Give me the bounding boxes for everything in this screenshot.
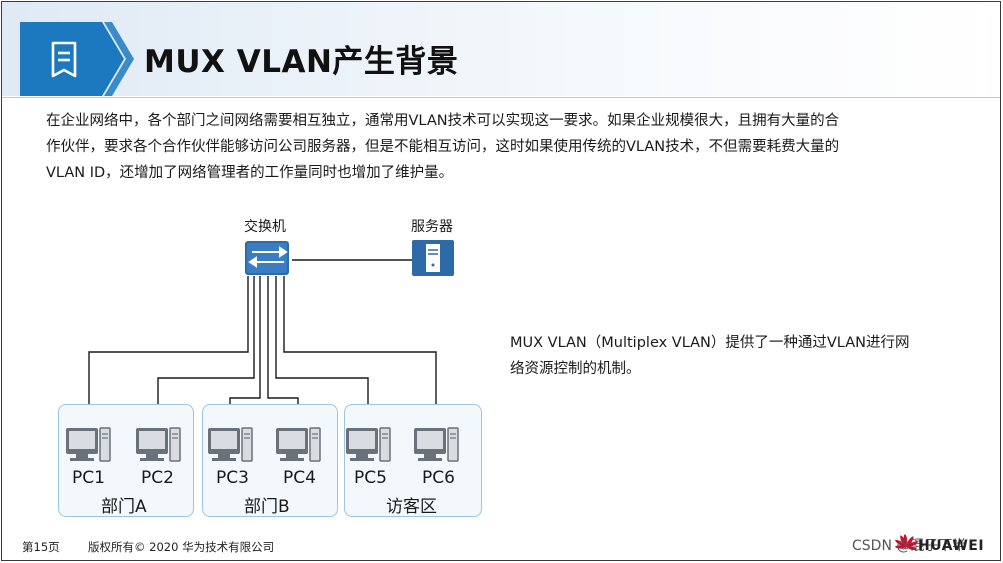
page-number: 第15页 <box>22 540 60 554</box>
pc-label: PC2 <box>141 468 174 488</box>
intro-paragraph: 在企业网络中，各个部门之间网络需要相互独立，通常用VLAN技术可以实现这一要求。… <box>46 108 976 186</box>
mux-vlan-description: MUX VLAN（Multiplex VLAN）提供了一种通过VLAN进行网 络… <box>510 330 960 382</box>
document-icon <box>51 41 77 78</box>
server-label: 服务器 <box>411 219 453 235</box>
copyright-text: 版权所有© 2020 华为技术有限公司 <box>88 540 275 554</box>
pc-label: PC4 <box>283 468 316 488</box>
header-arrow-tail <box>104 22 134 96</box>
group-label: 部门B <box>244 497 290 517</box>
huawei-brand-text: HUAWEI <box>918 538 985 554</box>
mux-desc-line: MUX VLAN（Multiplex VLAN）提供了一种通过VLAN进行网 <box>510 335 910 351</box>
group-label: 访客区 <box>386 497 437 517</box>
pc-label: PC1 <box>72 468 105 488</box>
intro-line: 作伙伴，要求各个合作伙伴能够访问公司服务器，但是不能相互访问，这时如果使用传统的… <box>46 139 840 155</box>
header-band <box>2 2 1000 96</box>
pc-label: PC6 <box>422 468 455 488</box>
mux-desc-line: 络资源控制的机制。 <box>510 361 641 377</box>
csdn-watermark: CSDN @混子下半 <box>852 538 967 554</box>
huawei-logo-icon <box>894 534 918 551</box>
switch-label: 交换机 <box>244 219 286 235</box>
server-icon <box>412 240 454 276</box>
group-label: 部门A <box>101 497 147 517</box>
intro-line: VLAN ID，还增加了网络管理者的工作量同时也增加了维护量。 <box>46 165 454 181</box>
page-title: MUX VLAN产生背景 <box>144 44 459 80</box>
header-arrow <box>20 22 124 96</box>
pc-label: PC3 <box>216 468 249 488</box>
header-divider <box>2 97 1000 98</box>
intro-line: 在企业网络中，各个部门之间网络需要相互独立，通常用VLAN技术可以实现这一要求。… <box>46 113 840 129</box>
switch-icon <box>245 241 289 275</box>
pc-label: PC5 <box>354 468 387 488</box>
